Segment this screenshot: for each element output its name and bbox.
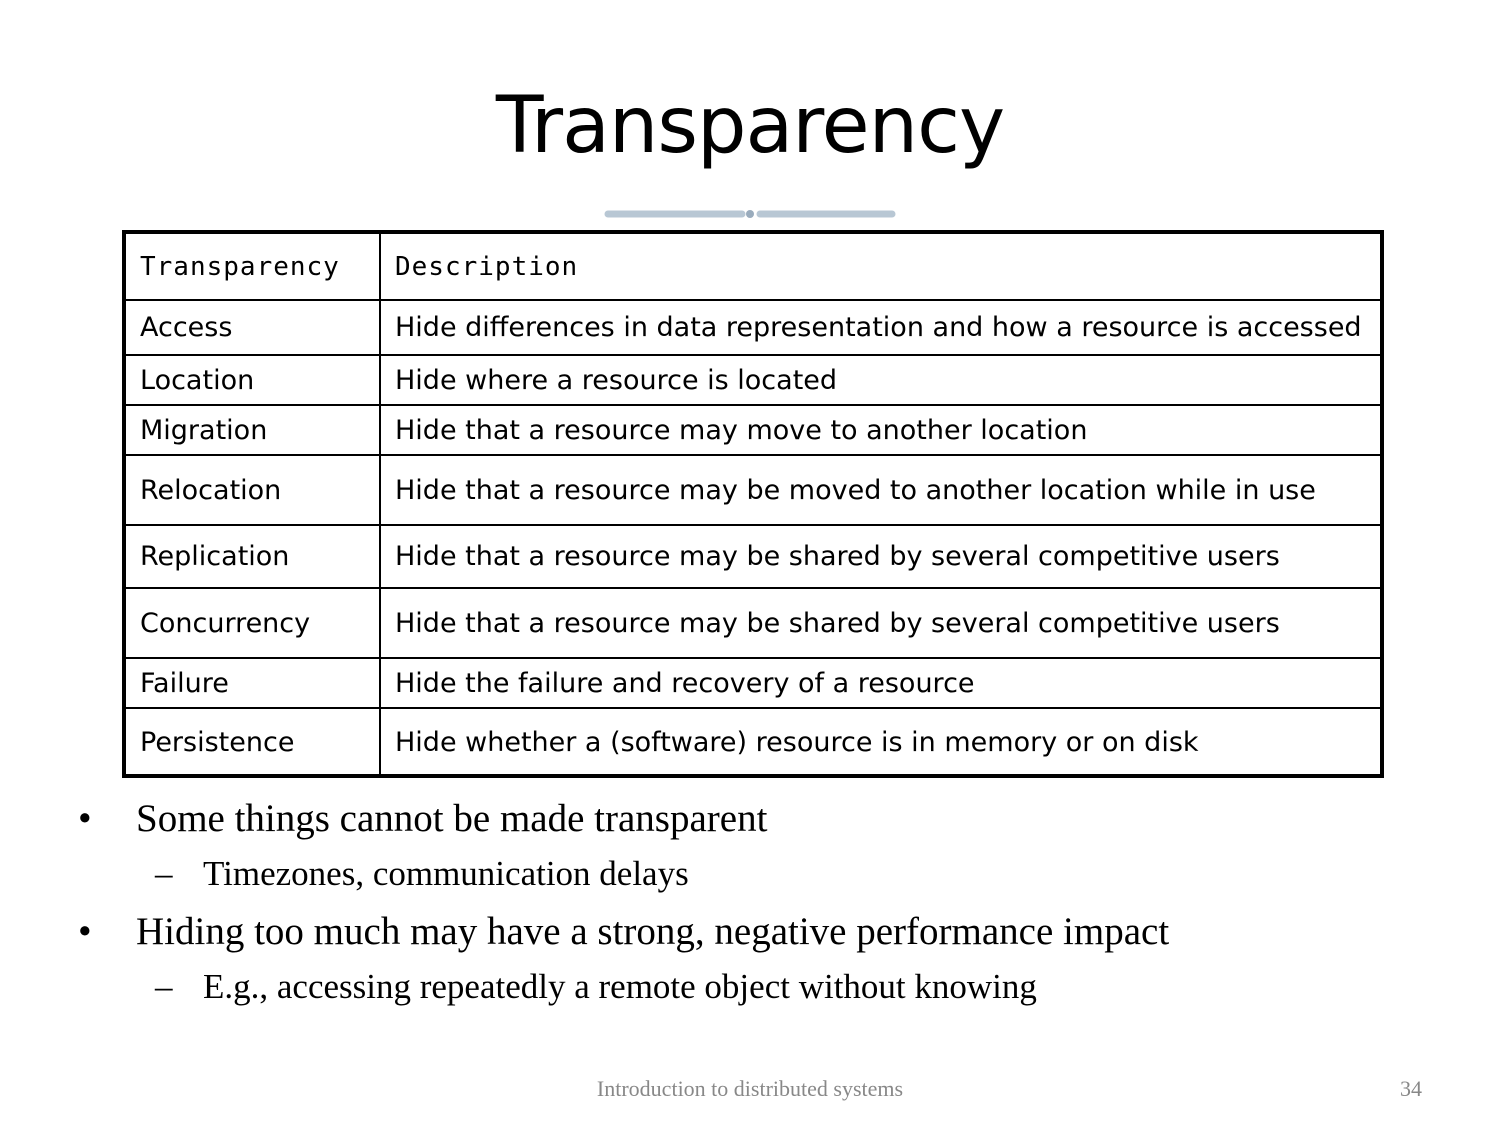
bullet-text: Hiding too much may have a strong, negat… bbox=[136, 910, 1170, 953]
table-row: Location Hide where a resource is locate… bbox=[126, 354, 1380, 406]
sub-bullet-item: – E.g., accessing repeatedly a remote ob… bbox=[155, 967, 1037, 1007]
table-row: Relocation Hide that a resource may be m… bbox=[126, 454, 1380, 526]
row-type: Migration bbox=[126, 404, 381, 456]
slide-title: Transparency bbox=[495, 81, 1005, 171]
table-row: Concurrency Hide that a resource may be … bbox=[126, 587, 1380, 659]
row-description: Hide that a resource may be moved to ano… bbox=[379, 454, 1380, 526]
bullet-item: • Some things cannot be made transparent bbox=[78, 797, 768, 841]
row-description: Hide that a resource may move to another… bbox=[379, 404, 1380, 456]
page-number: 34 bbox=[1400, 1076, 1422, 1101]
sub-bullet-mark: – bbox=[155, 854, 173, 893]
transparency-table: Transparency Description Access Hide dif… bbox=[122, 230, 1384, 778]
title-divider bbox=[604, 210, 896, 218]
table-row: Migration Hide that a resource may move … bbox=[126, 404, 1380, 456]
bullet-text: Some things cannot be made transparent bbox=[136, 797, 768, 840]
sub-bullet-text: Timezones, communication delays bbox=[203, 854, 689, 893]
divider-dot bbox=[746, 210, 754, 218]
row-description: Hide that a resource may be shared by se… bbox=[379, 587, 1380, 659]
row-description: Hide differences in data representation … bbox=[379, 299, 1380, 356]
row-type: Replication bbox=[126, 524, 381, 589]
bullet-mark: • bbox=[78, 910, 92, 953]
sub-bullet-mark: – bbox=[155, 967, 173, 1006]
table-row: Persistence Hide whether a (software) re… bbox=[126, 707, 1380, 776]
row-type: Access bbox=[126, 299, 381, 356]
row-description: Hide that a resource may be shared by se… bbox=[379, 524, 1380, 589]
row-type: Failure bbox=[126, 657, 381, 709]
header-description: Description bbox=[379, 234, 1380, 301]
bullet-mark: • bbox=[78, 797, 92, 840]
table-header-row: Transparency Description bbox=[126, 234, 1380, 301]
row-type: Relocation bbox=[126, 454, 381, 526]
row-description: Hide whether a (software) resource is in… bbox=[379, 707, 1380, 776]
bullet-item: • Hiding too much may have a strong, neg… bbox=[78, 910, 1170, 954]
row-description: Hide the failure and recovery of a resou… bbox=[379, 657, 1380, 709]
sub-bullet-item: – Timezones, communication delays bbox=[155, 854, 689, 894]
table-row: Access Hide differences in data represen… bbox=[126, 299, 1380, 356]
row-type: Persistence bbox=[126, 707, 381, 776]
sub-bullet-text: E.g., accessing repeatedly a remote obje… bbox=[203, 967, 1037, 1006]
row-type: Concurrency bbox=[126, 587, 381, 659]
header-transparency: Transparency bbox=[126, 234, 381, 301]
row-description: Hide where a resource is located bbox=[379, 354, 1380, 406]
footer-text: Introduction to distributed systems bbox=[596, 1076, 904, 1101]
table-row: Failure Hide the failure and recovery of… bbox=[126, 657, 1380, 709]
table-row: Replication Hide that a resource may be … bbox=[126, 524, 1380, 589]
row-type: Location bbox=[126, 354, 381, 406]
